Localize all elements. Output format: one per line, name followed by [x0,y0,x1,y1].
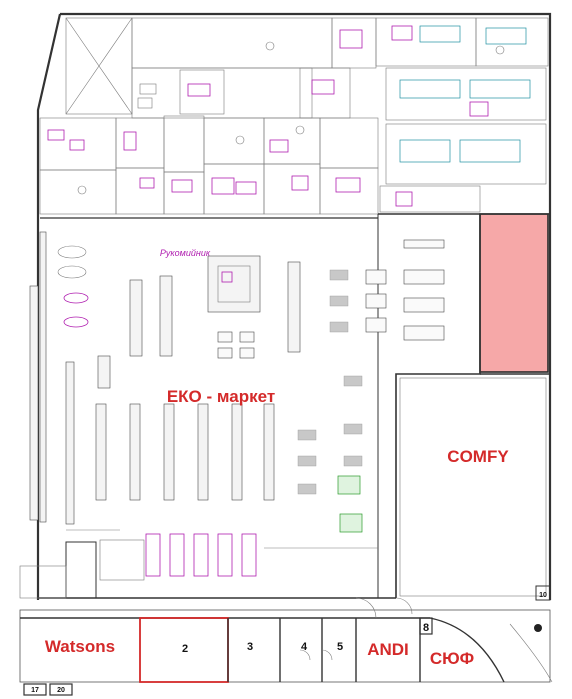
top-left-zone [65,17,333,119]
tag-20-label: 20 [57,687,65,694]
tag-17-label: 17 [31,687,39,694]
unit-4-label: 4 [301,641,308,653]
watsons-label: Watsons [45,637,115,656]
unit-10-label: 10 [539,592,547,599]
bottom-shop-row [20,585,553,683]
unit-3-label: 3 [247,641,253,653]
tag-17-box [23,683,47,696]
unit-8-label: 8 [423,622,429,634]
syuf-label: СЮФ [430,649,474,668]
comfy-label: COMFY [447,447,509,466]
eko-market-label: ЕКО - маркет [167,387,275,406]
unit-2-label: 2 [182,643,188,655]
rukomyinyk-label: Рукомийник [160,248,211,258]
tag-20-box [49,683,73,696]
andi-label: ANDI [367,640,409,659]
comfy-store [378,213,550,598]
comfy-highlight-zone [479,213,549,373]
eko-market-floor [19,214,445,599]
back-of-house-rooms [39,17,549,215]
unit-5-label: 5 [337,641,343,653]
